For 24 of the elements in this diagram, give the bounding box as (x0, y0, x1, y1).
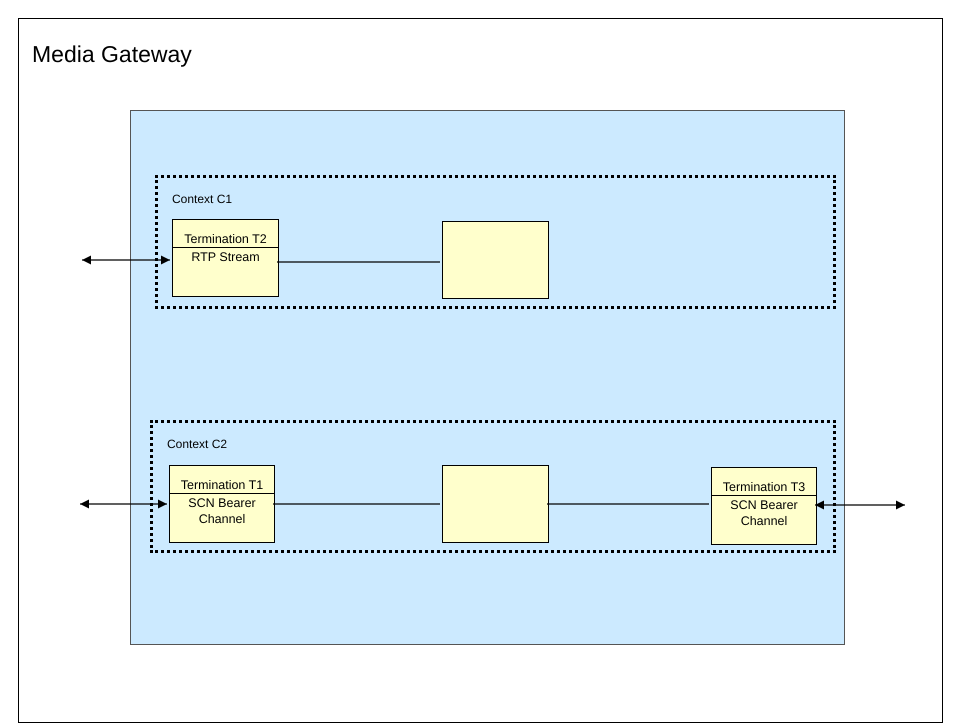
connector-line (273, 503, 440, 505)
context-box (155, 175, 836, 309)
double-arrow (815, 500, 905, 510)
termination-box (711, 467, 817, 545)
gateway-area (130, 110, 845, 645)
termination-heading: Termination T3 (712, 479, 816, 496)
termination-type: SCN Bearer Channel (729, 497, 799, 529)
double-arrow (80, 500, 167, 508)
connector-line (547, 503, 709, 505)
termination-type: SCN Bearer Channel (187, 495, 257, 527)
connector-line (277, 261, 440, 263)
termination-heading: Termination T2 (173, 231, 278, 248)
termination-type: RTP Stream (190, 249, 261, 265)
termination-box (442, 221, 549, 299)
termination-heading: Termination T1 (170, 477, 274, 494)
context-label: Context C2 (167, 436, 228, 453)
termination-box (442, 465, 549, 543)
gateway-frame (18, 18, 943, 723)
context-box (150, 420, 836, 553)
frame-label: Media Gateway (32, 40, 192, 69)
termination-box (169, 465, 275, 543)
context-label: Context C1 (172, 191, 232, 208)
double-arrow (82, 256, 170, 264)
termination-box (172, 219, 279, 297)
